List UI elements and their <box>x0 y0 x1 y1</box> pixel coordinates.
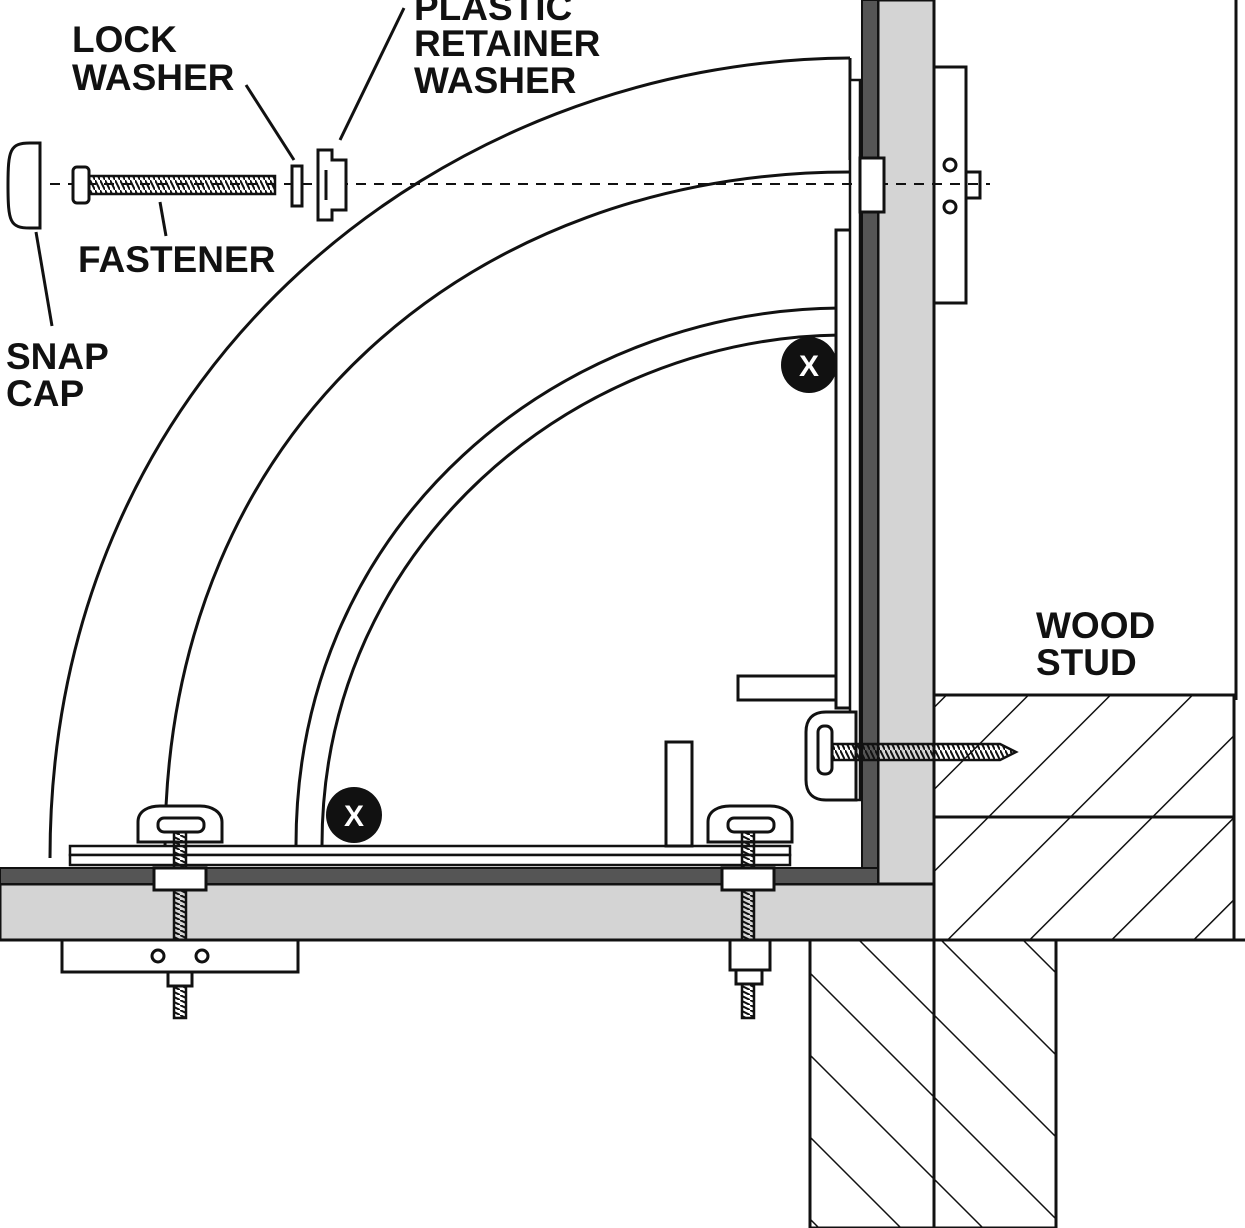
plastic-retainer-washer-part <box>316 148 348 222</box>
label-lock-washer: LOCK WASHER <box>72 19 234 98</box>
label-fastener: FASTENER <box>78 239 275 280</box>
snap-cap-part <box>6 141 42 230</box>
wall-insert-part <box>858 156 886 214</box>
svg-text:PLASTIC: PLASTIC <box>414 0 572 28</box>
svg-text:CAP: CAP <box>6 373 84 414</box>
x-marker-upper: X <box>781 337 837 393</box>
lock-washer-part <box>290 164 304 208</box>
left-floor-clamp <box>136 804 224 1020</box>
label-wood-stud: WOOD STUD <box>1036 605 1155 683</box>
svg-text:WOOD: WOOD <box>1036 605 1155 646</box>
wood-stud-horizontal <box>932 693 1236 942</box>
floor-panel <box>0 867 1245 942</box>
fastener-part <box>71 165 277 205</box>
svg-text:WASHER: WASHER <box>414 60 576 101</box>
right-floor-clamp <box>706 804 794 1020</box>
x-marker-lower: X <box>326 787 382 843</box>
wall-clip <box>804 710 1019 802</box>
left-floor-bracket <box>60 938 300 988</box>
leader-lines <box>34 7 406 327</box>
svg-text:RETAINER: RETAINER <box>414 23 600 64</box>
wood-stud-vertical <box>808 938 1058 1228</box>
svg-text:FASTENER: FASTENER <box>78 239 275 280</box>
curved-base-outline <box>48 56 862 867</box>
svg-text:X: X <box>344 800 364 833</box>
wall-panel <box>861 0 1238 886</box>
svg-text:WASHER: WASHER <box>72 57 234 98</box>
label-plastic-retainer-washer: PLASTIC RETAINER WASHER <box>414 0 600 101</box>
svg-text:X: X <box>799 350 819 383</box>
svg-text:LOCK: LOCK <box>72 19 177 60</box>
svg-text:SNAP: SNAP <box>6 336 109 377</box>
svg-text:STUD: STUD <box>1036 642 1137 683</box>
label-snap-cap: SNAP CAP <box>6 336 109 414</box>
